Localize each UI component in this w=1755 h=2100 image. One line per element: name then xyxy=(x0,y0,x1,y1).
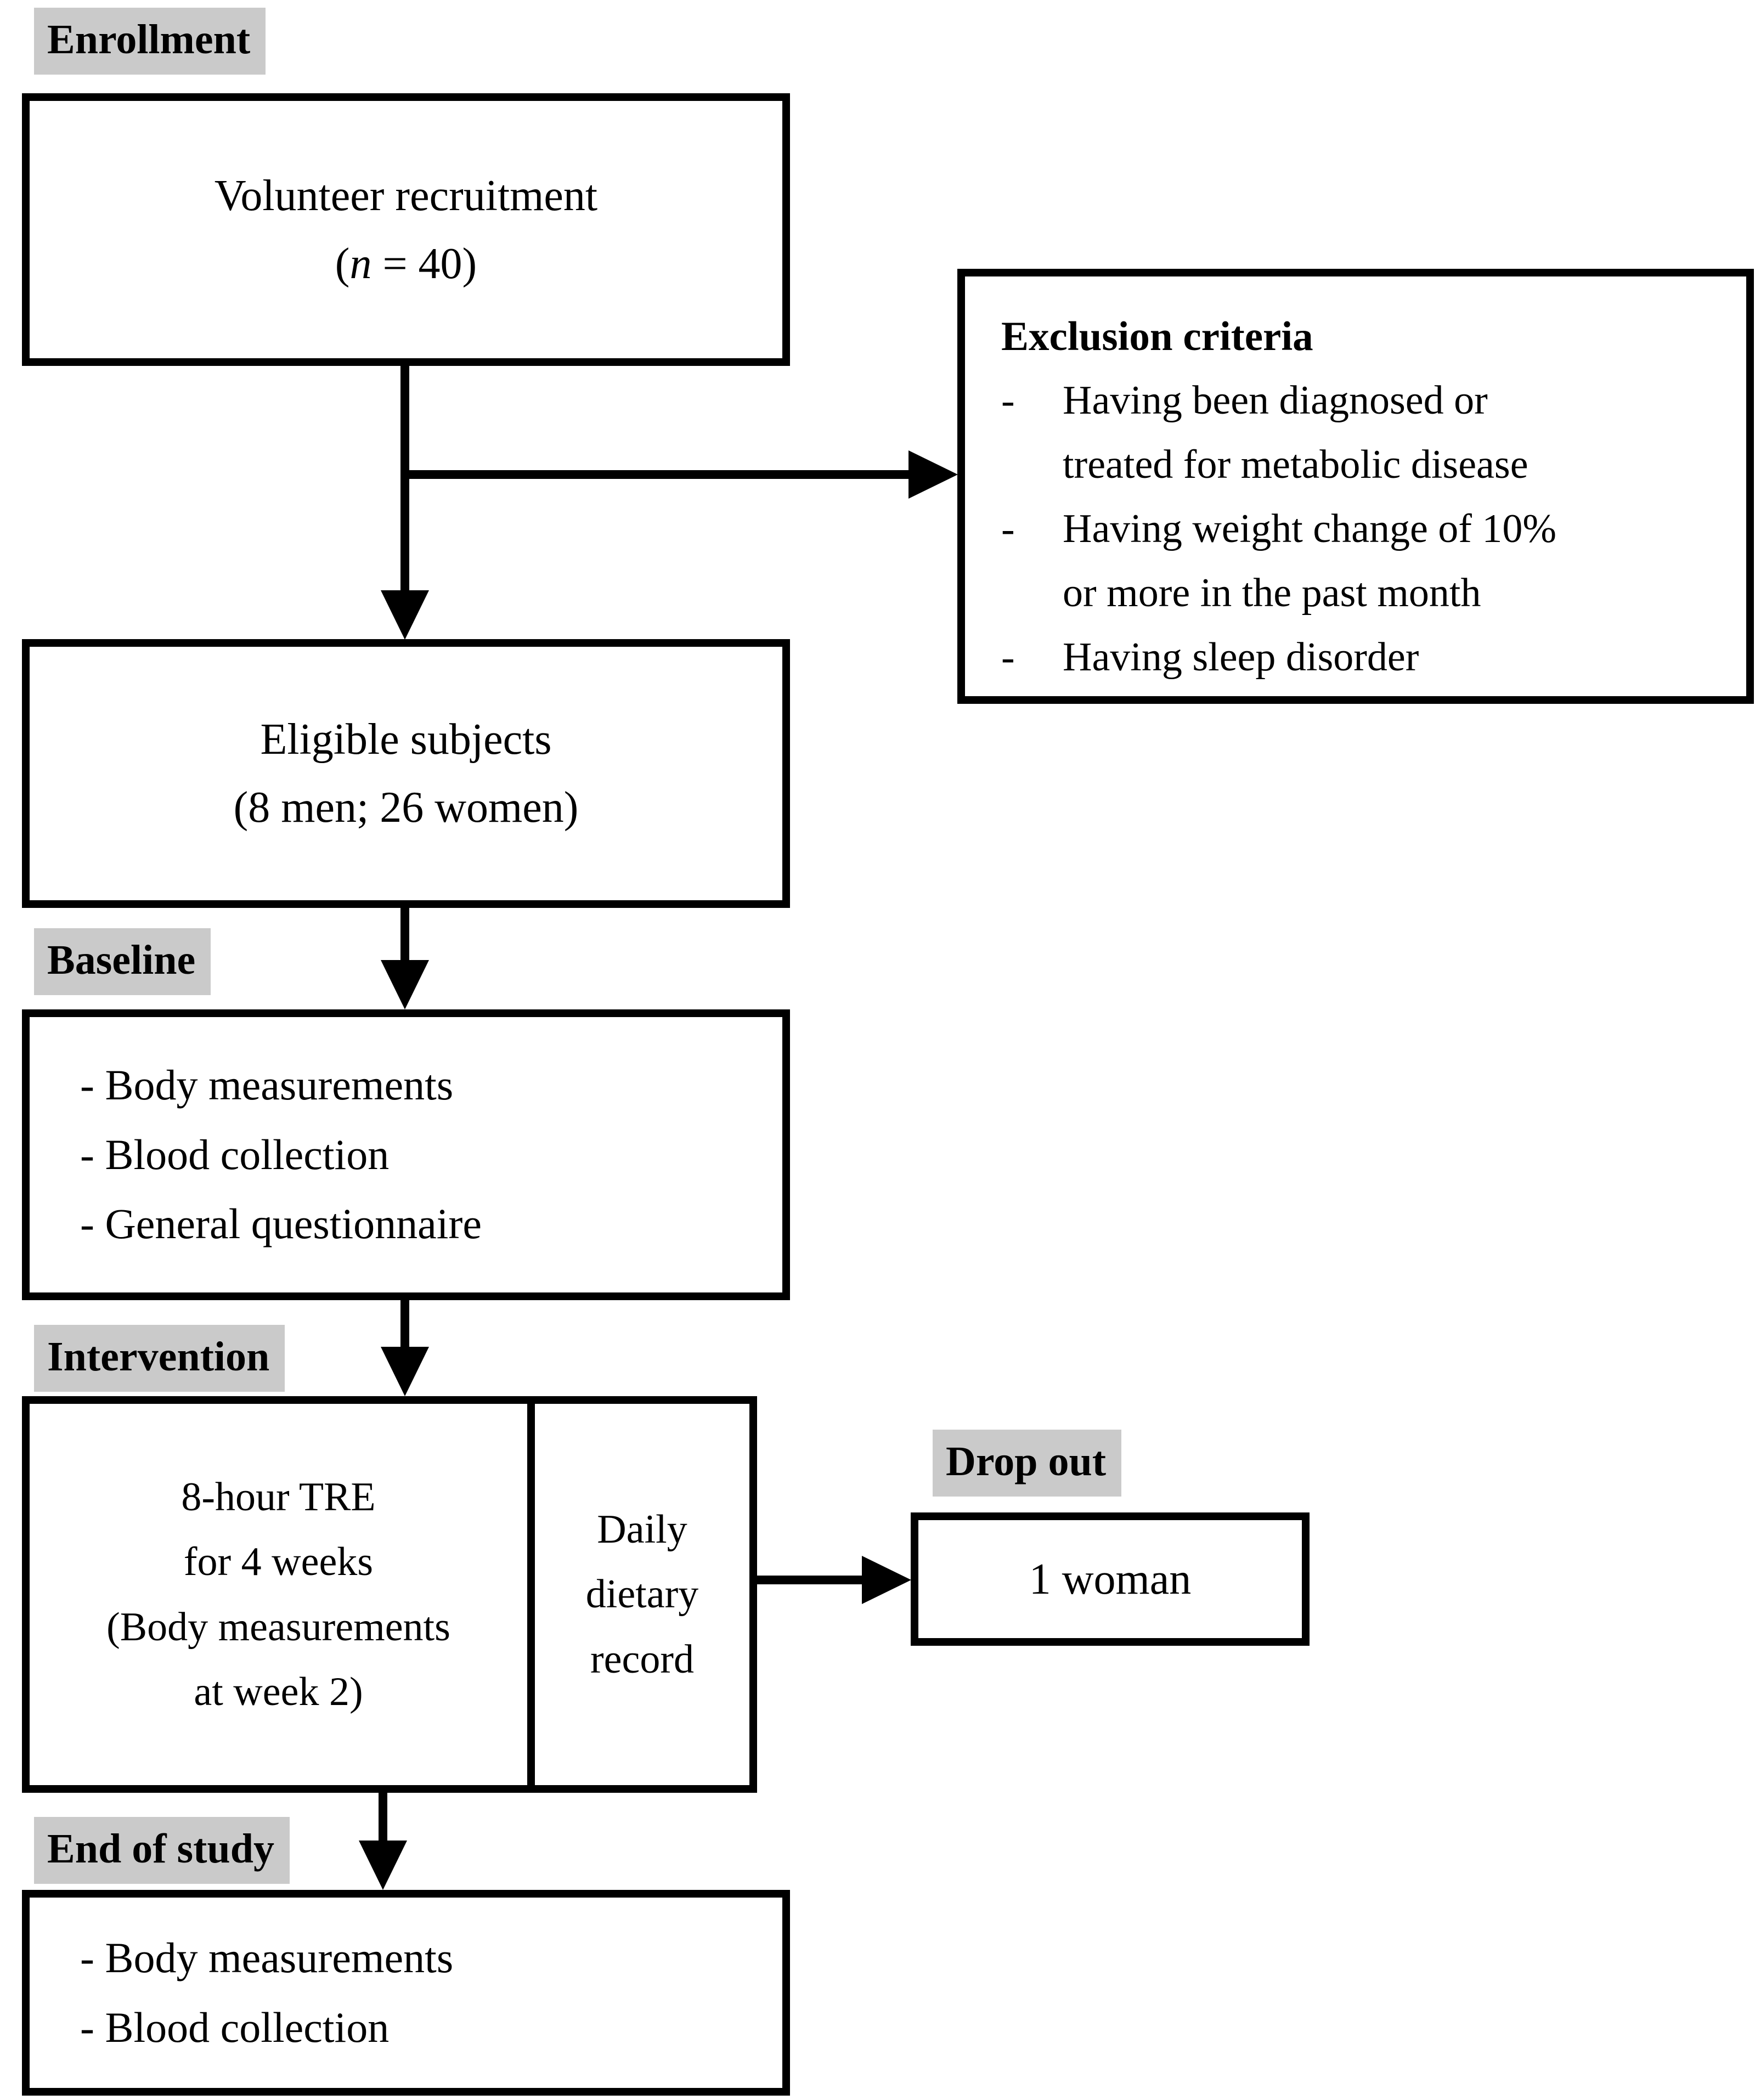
exclusion-item-text: Having weight change of 10% or more in t… xyxy=(1063,497,1556,625)
baseline-item: - Body measurements xyxy=(80,1061,454,1109)
baseline-item: - General questionnaire xyxy=(80,1200,482,1248)
connector-eligible-to-baseline xyxy=(400,908,409,964)
exclusion-item: - Having sleep disorder xyxy=(1001,625,1726,690)
phase-label-drop-out: Drop out xyxy=(933,1430,1122,1497)
box-eligible-subjects-content: Eligible subjects (8 men; 26 women) xyxy=(30,647,782,900)
phase-label-intervention: Intervention xyxy=(34,1325,285,1392)
exclusion-item-text: Having sleep disorder xyxy=(1063,625,1419,690)
exclusion-item: - Having been diagnosed or treated for m… xyxy=(1001,369,1726,497)
exclusion-item-text: Having been diagnosed or treated for met… xyxy=(1063,369,1528,497)
tre-line: for 4 weeks xyxy=(183,1539,374,1585)
exclusion-bullet: - xyxy=(1001,634,1015,680)
connector-intervention-to-end xyxy=(379,1793,387,1843)
tre-line: (Body measurements xyxy=(106,1604,450,1650)
arrowhead-right-drop-out-icon xyxy=(862,1556,911,1604)
connector-baseline-to-intervention xyxy=(400,1300,409,1350)
phase-label-baseline: Baseline xyxy=(34,928,211,995)
intervention-diary-content: Daily dietary record xyxy=(535,1404,749,1785)
exclusion-item3-line1: Having sleep disorder xyxy=(1063,634,1419,680)
arrowhead-down-end-icon xyxy=(359,1841,407,1890)
volunteer-line2: (n = 40) xyxy=(335,230,477,298)
box-volunteer-recruitment-content: Volunteer recruitment (n = 40) xyxy=(30,101,782,358)
exclusion-item: - Having weight change of 10% or more in… xyxy=(1001,497,1726,625)
box-drop-out: 1 woman xyxy=(911,1512,1310,1646)
intervention-diary-cell: Daily dietary record xyxy=(535,1404,749,1785)
arrowhead-down-eligible-icon xyxy=(381,590,429,640)
box-intervention: 8-hour TRE for 4 weeks (Body measurement… xyxy=(22,1396,757,1793)
exclusion-title: Exclusion criteria xyxy=(1001,314,1313,359)
box-end-of-study-content: - Body measurements - Blood collection xyxy=(30,1898,782,2088)
end-of-study-item: - Body measurements xyxy=(80,1934,454,1982)
exclusion-item2-line1: Having weight change of 10% xyxy=(1063,506,1557,552)
exclusion-item2-line2: or more in the past month xyxy=(1063,570,1481,616)
intervention-tre-cell: 8-hour TRE for 4 weeks (Body measurement… xyxy=(30,1404,535,1785)
box-exclusion-content: Exclusion criteria - Having been diagnos… xyxy=(965,276,1746,696)
arrowhead-down-baseline-icon xyxy=(381,960,429,1009)
exclusion-bullet: - xyxy=(1001,378,1015,424)
end-of-study-item: - Blood collection xyxy=(80,2003,390,2051)
box-baseline: - Body measurements - Blood collection -… xyxy=(22,1009,790,1300)
box-exclusion-criteria: Exclusion criteria - Having been diagnos… xyxy=(957,269,1754,704)
diary-line: Daily xyxy=(597,1506,687,1552)
box-baseline-content: - Body measurements - Blood collection -… xyxy=(30,1017,782,1292)
exclusion-item1-line2: treated for metabolic disease xyxy=(1063,442,1528,488)
box-volunteer-recruitment: Volunteer recruitment (n = 40) xyxy=(22,93,790,366)
phase-label-enrollment: Enrollment xyxy=(34,8,266,75)
exclusion-bullet: - xyxy=(1001,506,1015,552)
connector-volunteer-to-eligible xyxy=(400,366,409,594)
volunteer-line1: Volunteer recruitment xyxy=(214,171,598,220)
tre-line: 8-hour TRE xyxy=(181,1474,376,1520)
connector-branch-to-exclusion xyxy=(405,470,914,479)
baseline-item: - Blood collection xyxy=(80,1130,390,1178)
phase-label-end-of-study: End of study xyxy=(34,1817,290,1884)
box-drop-out-content: 1 woman xyxy=(918,1520,1302,1638)
volunteer-n: n xyxy=(349,239,372,288)
diary-line: dietary xyxy=(585,1572,699,1617)
drop-out-text: 1 woman xyxy=(1029,1555,1192,1604)
box-end-of-study: - Body measurements - Blood collection xyxy=(22,1890,790,2096)
arrowhead-right-exclusion-icon xyxy=(908,450,958,499)
volunteer-paren-rest: = 40) xyxy=(371,239,477,288)
intervention-tre-content: 8-hour TRE for 4 weeks (Body measurement… xyxy=(30,1404,527,1785)
tre-line: at week 2) xyxy=(194,1669,363,1714)
arrowhead-down-intervention-icon xyxy=(381,1347,429,1396)
eligible-line1: Eligible subjects xyxy=(260,715,552,764)
connector-intervention-to-drop-out xyxy=(757,1576,867,1584)
exclusion-item1-line1: Having been diagnosed or xyxy=(1063,378,1488,424)
box-eligible-subjects: Eligible subjects (8 men; 26 women) xyxy=(22,639,790,908)
volunteer-paren-open: ( xyxy=(335,239,350,288)
eligible-line2: (8 men; 26 women) xyxy=(233,783,579,832)
diary-line: record xyxy=(590,1636,694,1682)
